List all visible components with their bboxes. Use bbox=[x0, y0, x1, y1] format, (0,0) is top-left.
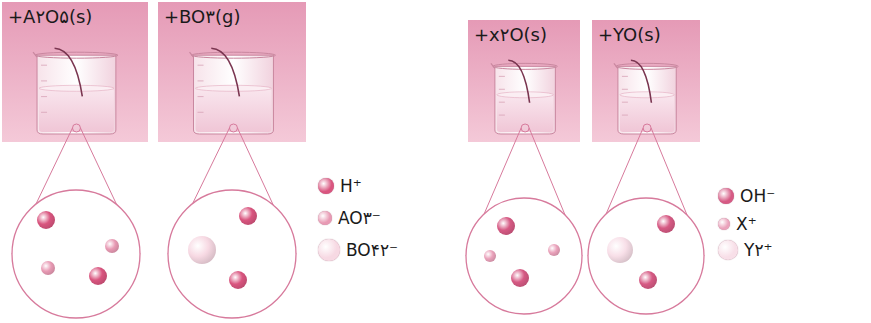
panel-ground bbox=[592, 20, 700, 142]
solution-surface bbox=[39, 85, 114, 91]
magnified-view bbox=[168, 190, 296, 318]
ion-swatch bbox=[718, 218, 730, 230]
zoom-spot bbox=[643, 124, 651, 132]
magnified-view bbox=[588, 198, 704, 314]
zoom-circle bbox=[466, 198, 582, 314]
beaker-spout bbox=[33, 52, 37, 57]
magnified-view bbox=[466, 198, 582, 314]
panel-ground bbox=[158, 2, 306, 142]
ion-swatch bbox=[318, 239, 340, 261]
stirring-rod bbox=[508, 60, 529, 103]
graduation-mark bbox=[499, 102, 505, 103]
beaker-spout bbox=[614, 63, 618, 68]
ion-name: Y۲⁺ bbox=[744, 240, 773, 260]
graduation-mark bbox=[622, 102, 628, 103]
solution-surface bbox=[196, 85, 272, 91]
legend-entry: BO۴۲⁻ bbox=[318, 238, 398, 262]
panel-ground bbox=[468, 20, 580, 142]
zoom-spot bbox=[72, 124, 80, 132]
beaker-spout bbox=[491, 63, 495, 68]
graduation-mark bbox=[41, 65, 47, 66]
beaker-glass bbox=[618, 66, 676, 134]
magnified-view bbox=[12, 190, 140, 318]
legend-entry: Y۲⁺ bbox=[718, 238, 773, 262]
graduation-mark bbox=[198, 96, 204, 97]
zoom-circle bbox=[168, 190, 296, 318]
graduation-mark bbox=[198, 112, 204, 113]
graduation-mark bbox=[41, 96, 47, 97]
reagent-label: +BO۳(g) bbox=[158, 2, 246, 31]
ion-particle bbox=[239, 207, 257, 225]
beaker-panel: +A۲O۵(s) bbox=[2, 2, 148, 142]
beaker-panel: +YO(s) bbox=[592, 20, 700, 142]
ion-particle bbox=[639, 271, 657, 289]
legend-entry: H⁺ bbox=[318, 174, 362, 198]
ion-particle bbox=[607, 237, 633, 263]
ion-swatch bbox=[718, 188, 734, 204]
solution-surface bbox=[497, 92, 553, 98]
reagent-label: +x۲O(s) bbox=[468, 20, 553, 49]
ion-name: AO۳⁻ bbox=[338, 208, 381, 228]
graduation-mark bbox=[622, 76, 628, 77]
ion-name: OH⁻ bbox=[740, 186, 775, 206]
graduation-mark bbox=[198, 65, 204, 66]
ion-swatch bbox=[718, 240, 738, 260]
graduation-mark bbox=[499, 89, 505, 90]
beaker-panel: +BO۳(g) bbox=[158, 2, 306, 142]
beaker-glass bbox=[194, 55, 274, 134]
reagent-label: +A۲O۵(s) bbox=[2, 2, 98, 31]
zoom-circle bbox=[588, 198, 704, 314]
solution-surface bbox=[620, 92, 674, 98]
ion-particle bbox=[105, 239, 119, 253]
stirring-rod bbox=[55, 48, 83, 96]
legend-entry: X⁺ bbox=[718, 212, 757, 236]
beaker-panel: +x۲O(s) bbox=[468, 20, 580, 142]
solution bbox=[620, 95, 674, 132]
beaker-rim bbox=[35, 52, 118, 58]
ion-particle bbox=[188, 236, 216, 264]
ion-particle bbox=[37, 211, 55, 229]
ion-swatch bbox=[318, 178, 334, 194]
zoom-circle bbox=[12, 190, 140, 318]
ion-particle bbox=[511, 269, 529, 287]
ion-particle bbox=[548, 244, 560, 256]
graduation-mark bbox=[41, 112, 47, 113]
graduation-mark bbox=[41, 80, 47, 81]
zoom-spot bbox=[229, 124, 237, 132]
reagent-label: +YO(s) bbox=[592, 20, 667, 49]
legend-entry: AO۳⁻ bbox=[318, 206, 381, 230]
panel-ground bbox=[2, 2, 148, 142]
zoom-spot bbox=[521, 124, 529, 132]
legend-entry: OH⁻ bbox=[718, 184, 775, 208]
graduation-mark bbox=[198, 80, 204, 81]
ion-name: X⁺ bbox=[736, 214, 757, 234]
ion-name: H⁺ bbox=[340, 176, 362, 196]
beaker-rim bbox=[493, 63, 557, 69]
ion-particle bbox=[89, 267, 107, 285]
ion-particle bbox=[497, 217, 515, 235]
graduation-mark bbox=[622, 89, 628, 90]
beaker-rim bbox=[616, 63, 678, 69]
ion-swatch bbox=[318, 211, 332, 225]
ion-particle bbox=[484, 250, 496, 262]
graduation-mark bbox=[499, 115, 505, 116]
ion-particle bbox=[229, 271, 247, 289]
ion-name: BO۴۲⁻ bbox=[346, 240, 398, 260]
ion-particle bbox=[41, 261, 55, 275]
beaker-glass bbox=[495, 66, 555, 134]
beaker-rim bbox=[192, 52, 276, 58]
stirring-rod bbox=[211, 48, 239, 96]
stirring-rod bbox=[631, 60, 652, 103]
graduation-mark bbox=[499, 76, 505, 77]
ion-particle bbox=[657, 215, 675, 233]
beaker-spout bbox=[190, 52, 194, 57]
graduation-mark bbox=[622, 115, 628, 116]
beaker-glass bbox=[37, 55, 116, 134]
solution bbox=[196, 88, 272, 132]
solution bbox=[39, 88, 114, 132]
solution bbox=[497, 95, 553, 132]
